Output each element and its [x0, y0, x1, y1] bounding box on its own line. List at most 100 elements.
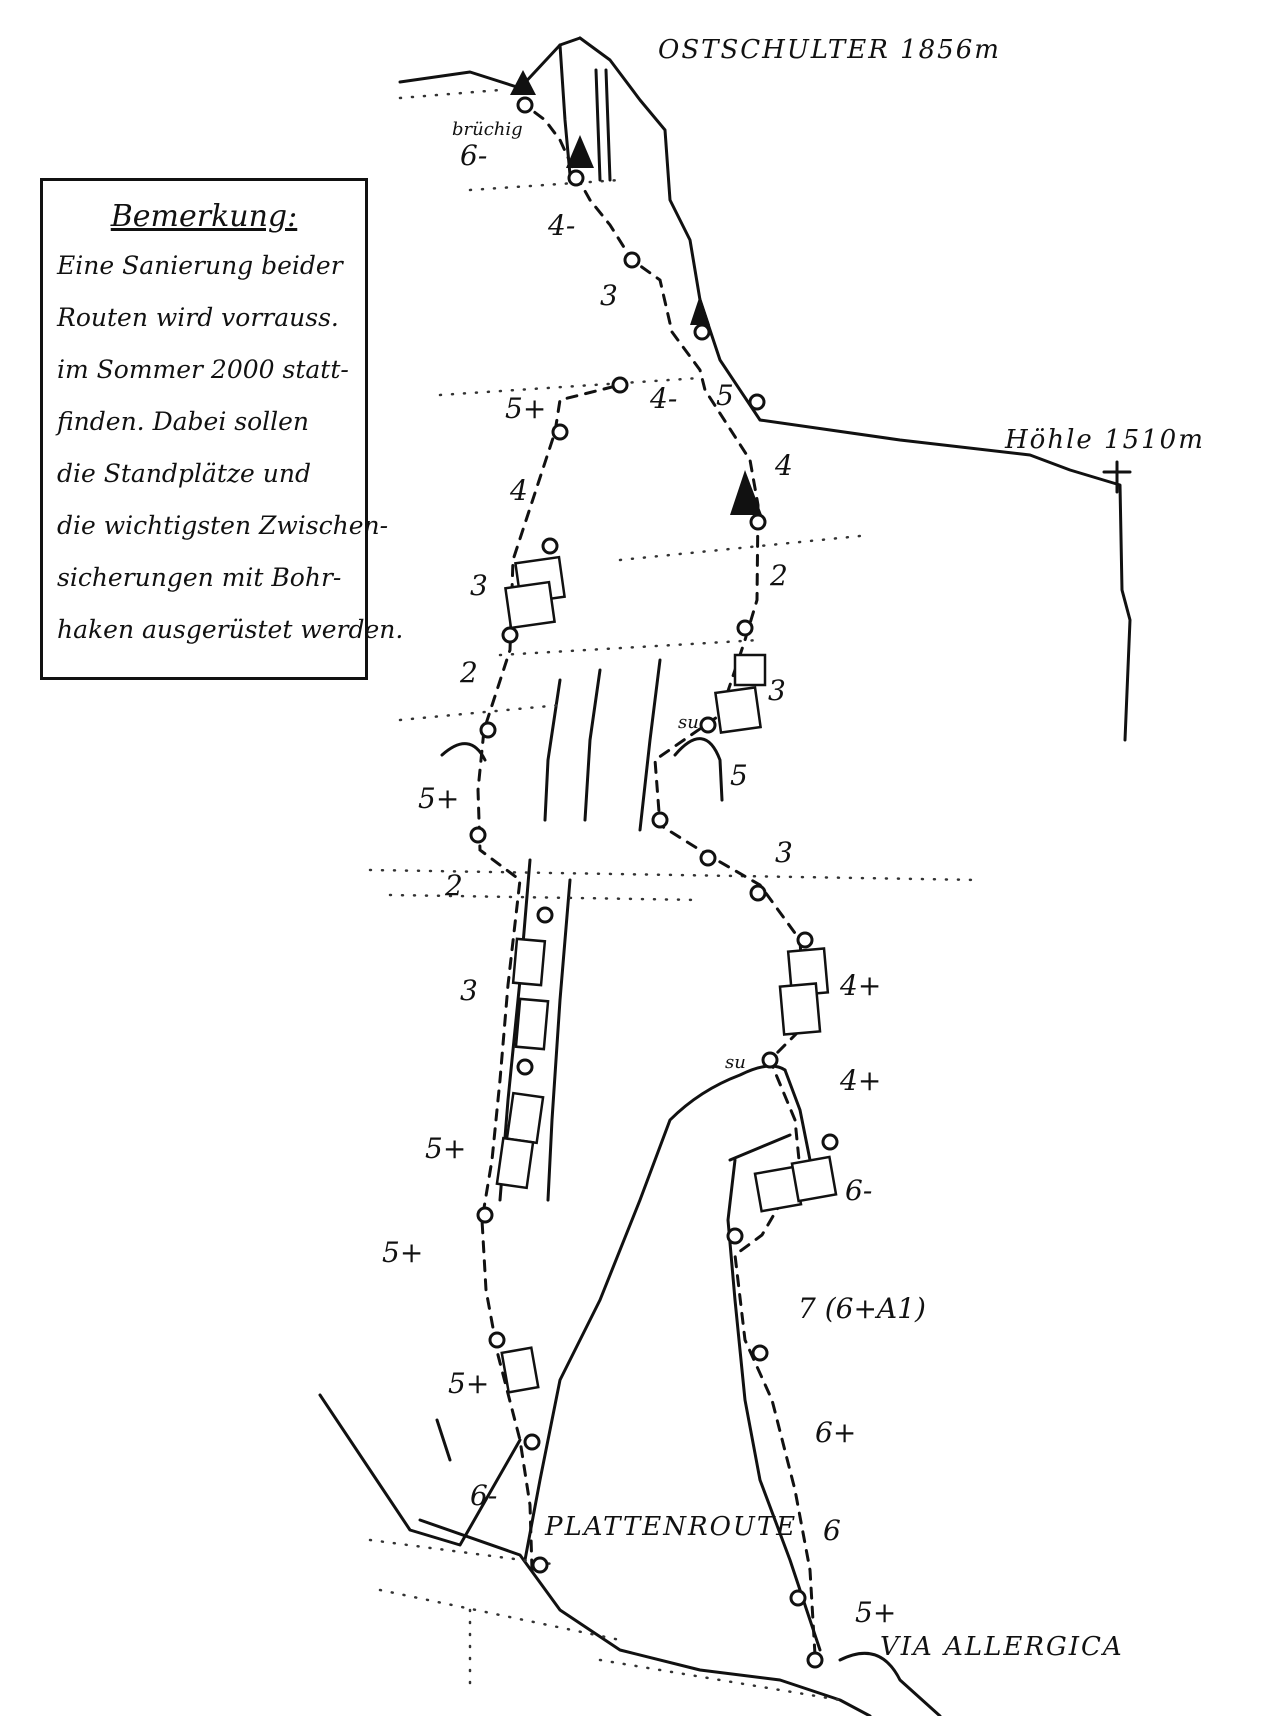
plattenroute-line: [476, 383, 622, 1572]
belay-station: [516, 96, 534, 114]
summit-cross-icon: [1102, 460, 1132, 494]
belay-station: [611, 376, 629, 394]
slab-marker: [504, 580, 556, 630]
scree-top-left: [398, 88, 502, 100]
belay-station: [536, 906, 554, 924]
wall-foot-right: [838, 1651, 942, 1716]
grade-label: 5+: [448, 1367, 489, 1400]
belay-station: [749, 884, 767, 902]
grade-label: 2: [444, 869, 463, 902]
belay-station: [748, 393, 766, 411]
central-pillar-right: [783, 1068, 812, 1162]
slab-marker: [713, 685, 763, 735]
remark-line: Routen wird vorrauss.: [57, 303, 339, 332]
remark-line: die wichtigsten Zwischen-: [57, 511, 389, 540]
route-label-plattenroute: PLATTENROUTE: [544, 1512, 797, 1542]
belay-station: [751, 1344, 769, 1362]
grade-label: 4+: [839, 1064, 881, 1097]
gully-line-1: [594, 68, 602, 182]
summit-pillar-left: [558, 43, 572, 177]
grade-label: 5+: [418, 782, 459, 815]
overhang-ledge: [728, 1133, 792, 1162]
belay-station: [806, 1651, 824, 1669]
scree-band-5: [398, 703, 562, 722]
rock-outlines: [318, 36, 1132, 1716]
grade-label: 2: [459, 656, 478, 689]
grade-label: 4-: [547, 209, 575, 242]
belay-station: [693, 323, 711, 341]
grade-label: 5+: [505, 392, 546, 425]
slab-marker: [500, 1346, 540, 1394]
belay-station: [488, 1331, 506, 1349]
belay-station: [479, 721, 497, 739]
grade-label: 5: [716, 379, 734, 412]
slab-marker: [514, 997, 550, 1051]
slab-marker: [733, 653, 767, 687]
grade-label: 5+: [382, 1236, 423, 1269]
slab-marker: [505, 1091, 545, 1145]
arch-mid: [673, 737, 724, 802]
marker-bruechig: brüchig: [452, 119, 523, 140]
marker-su: su: [678, 712, 699, 733]
route-label-via-allergica: VIA ALLERGICA: [880, 1632, 1124, 1662]
summit-pillar-right: [578, 36, 1132, 742]
wall-foot-left: [418, 1518, 872, 1716]
remark-line: sicherungen mit Bohr-: [57, 563, 342, 592]
arch-left: [440, 742, 487, 762]
tree-icon: [730, 470, 762, 515]
slab-marker: [511, 937, 547, 987]
grade-label: 4+: [839, 969, 881, 1002]
belay-station: [796, 931, 814, 949]
scree-band-11: [598, 1658, 842, 1702]
remark-line: haken ausgerüstet werden.: [57, 615, 404, 644]
belay-station: [551, 423, 569, 441]
belay-station: [476, 1206, 494, 1224]
belay-station: [523, 1433, 541, 1451]
belay-station: [699, 716, 717, 734]
grade-label: 5+: [425, 1132, 466, 1165]
crack-1: [543, 678, 562, 822]
grade-label: 6+: [815, 1416, 856, 1449]
peak-label-hoehle: Höhle 1510m: [1004, 425, 1205, 455]
belay-station: [736, 619, 754, 637]
crack-2: [583, 668, 602, 822]
grade-label: 5+: [855, 1596, 896, 1629]
grade-label: 6: [823, 1514, 841, 1547]
belay-station: [761, 1051, 779, 1069]
scree-band-2: [438, 376, 702, 397]
grade-labels: 6- 4- 3 4- 5 5+ 4 4 3 2 3 2 5+ 5 3 2 3 4…: [382, 139, 926, 1629]
belay-stations: [469, 96, 839, 1669]
grade-label: 4-: [649, 382, 677, 415]
right-route-rock: [726, 1158, 822, 1652]
grade-label: 6-: [470, 1479, 497, 1512]
belay-station: [726, 1227, 744, 1245]
grade-label: 3: [470, 569, 488, 602]
remark-title: Bemerkung:: [110, 199, 298, 234]
grade-label: 6-: [845, 1174, 872, 1207]
belay-station: [501, 626, 519, 644]
remark-box: Bemerkung: Eine Sanierung beider Routen …: [40, 178, 404, 680]
scree-band-1: [468, 178, 622, 192]
belay-station: [821, 1133, 839, 1151]
grade-label: 3: [460, 974, 478, 1007]
slab-marker: [790, 1155, 838, 1203]
grade-label: 3: [600, 279, 618, 312]
belay-station: [699, 849, 717, 867]
tree-icon: [690, 295, 710, 325]
grade-label: 6-: [460, 139, 487, 172]
scree-band-9: [378, 1588, 622, 1642]
scree-band-7: [388, 893, 702, 902]
peak-label-ostschulter: OSTSCHULTER 1856m: [658, 35, 1001, 65]
slab-marker: [778, 982, 822, 1036]
belay-station: [516, 1058, 534, 1076]
belay-station: [789, 1589, 807, 1607]
grade-label: 4: [509, 474, 528, 507]
grade-label: 2: [769, 559, 788, 592]
summit-ridge-left: [398, 36, 582, 90]
scree-band-4: [498, 638, 762, 657]
slab-markers: [495, 555, 838, 1394]
belay-station: [651, 811, 669, 829]
belay-station: [749, 513, 767, 531]
